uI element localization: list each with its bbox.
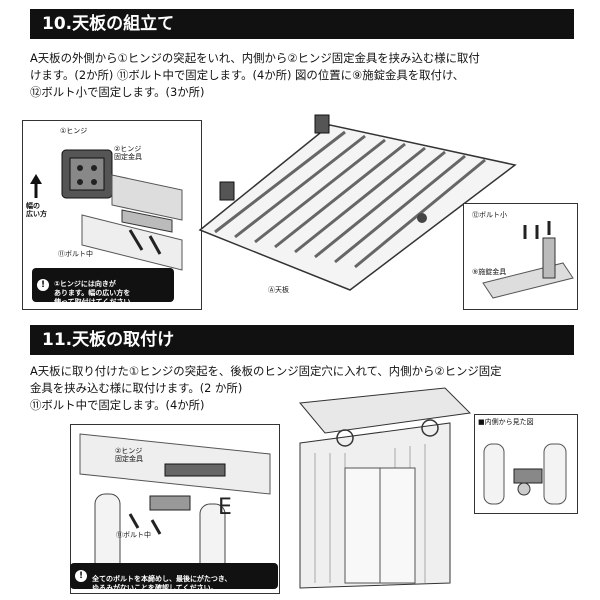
section-11-instructions: A天板に取り付けた①ヒンジの突起を、後板のヒンジ固定穴に入れて、内側から②ヒンジ… xyxy=(30,364,502,412)
exclamation-icon: ! xyxy=(75,570,87,582)
label-lock-fitting: ⑨施錠金具 xyxy=(472,268,507,276)
label-roof-panel: Ⓐ天板 xyxy=(268,286,289,294)
note-text: ①ヒンジには向きが あります。幅の広い方を 使って取付けてください。 xyxy=(54,280,138,306)
label-bolt-mid-11: ⑪ボルト中 xyxy=(116,531,151,539)
label-inside-view: ■内側から見た図 xyxy=(478,418,534,426)
label-hinge: ①ヒンジ xyxy=(60,127,88,135)
label-wider-side: 幅の 広い方 xyxy=(26,202,47,218)
section-10-heading: 10.天板の組立て xyxy=(30,9,574,39)
shed-figure xyxy=(299,387,472,589)
hinge-orientation-note: ! ①ヒンジには向きが あります。幅の広い方を 使って取付けてください。 xyxy=(32,268,174,306)
exclamation-icon: ! xyxy=(37,279,49,291)
label-hinge-bracket: ②ヒンジ 固定金具 xyxy=(114,145,142,161)
final-check-note: ! 全てのボルトを本締めし、最後にがたつき、 ゆるみがないことを確認してください。 xyxy=(70,563,278,592)
roof-panel-figure xyxy=(198,114,517,291)
label-bolt-mid: ⑪ボルト中 xyxy=(58,250,93,258)
label-hinge-bracket-11: ②ヒンジ 固定金具 xyxy=(115,447,143,463)
inside-view-figure xyxy=(474,414,578,514)
label-bolt-small: ⑫ボルト小 xyxy=(472,211,507,219)
section-10-instructions: A天板の外側から①ヒンジの突起をいれ、内側から②ヒンジ固定金具を挟み込む様に取付… xyxy=(30,51,480,99)
letter-e: E xyxy=(218,495,232,520)
section-11-heading: 11.天板の取付け xyxy=(30,325,574,355)
note-text-11: 全てのボルトを本締めし、最後にがたつき、 ゆるみがないことを確認してください。 xyxy=(92,575,232,592)
lock-detail-figure xyxy=(463,203,578,310)
